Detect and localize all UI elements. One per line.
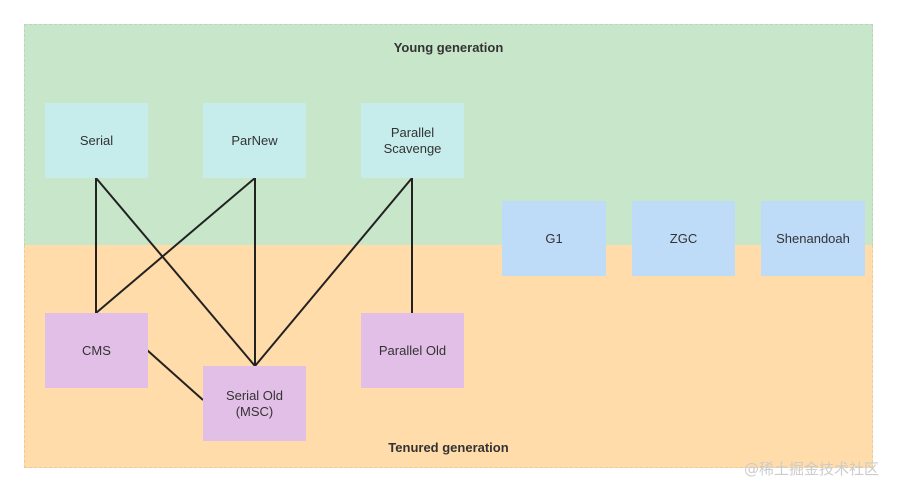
cms-collector-box: CMS (45, 313, 148, 388)
connection-parnew-cms (95, 177, 256, 314)
shenandoah-collector-box: Shenandoah (761, 201, 865, 276)
watermark-text: @稀土掘金技术社区 (743, 460, 879, 478)
connection-parallel-scavenge-serial-old (254, 177, 413, 367)
connection-cms-serial-old (146, 349, 204, 401)
parnew-collector-box: ParNew (203, 103, 306, 178)
connection-serial-serial-old (95, 177, 256, 367)
parallel-old-collector-box: Parallel Old (361, 313, 464, 388)
tenured-generation-title: Tenured generation (388, 440, 509, 455)
young-generation-title: Young generation (393, 40, 504, 55)
zgc-collector-box: ZGC (632, 201, 735, 276)
parallel-scavenge-collector-box: Parallel Scavenge (361, 103, 464, 178)
serial-old-collector-box: Serial Old (MSC) (203, 366, 306, 441)
g1-collector-box: G1 (502, 201, 606, 276)
serial-collector-box: Serial (45, 103, 148, 178)
